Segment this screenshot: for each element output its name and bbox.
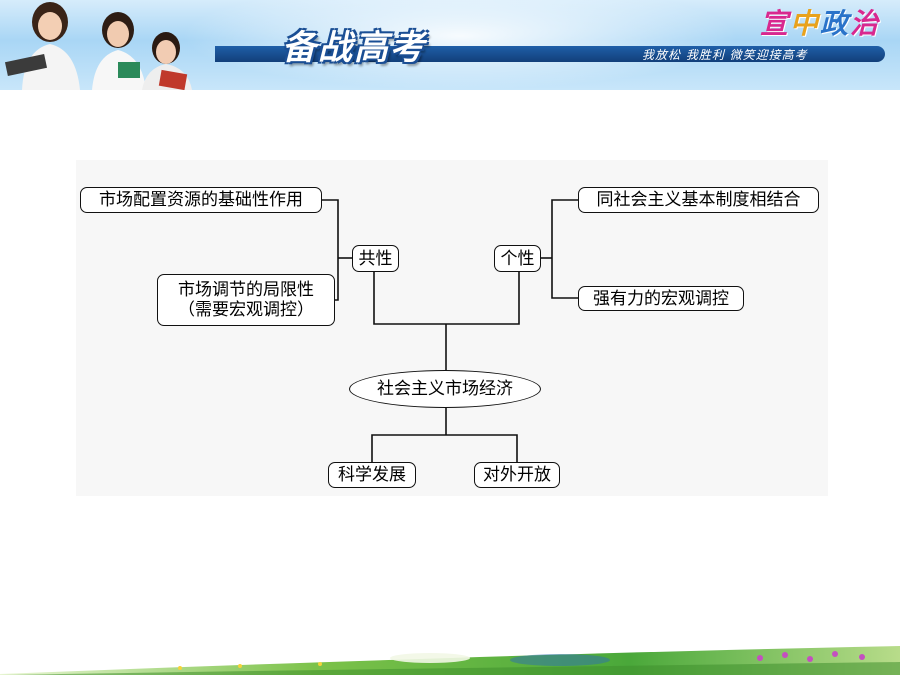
brand-char: 治 <box>850 7 881 40</box>
connector-lower-items <box>371 434 518 462</box>
common-label: 共性 <box>352 245 399 272</box>
common-item-2: 市场调节的局限性 （需要宏观调控） <box>157 274 335 326</box>
individual-item-1: 同社会主义基本制度相结合 <box>578 187 819 213</box>
banner-brand-logo: 宣中政治 <box>760 2 880 42</box>
lower-item-2: 对外开放 <box>474 462 560 488</box>
node-text: 对外开放 <box>483 465 551 485</box>
brand-char: 政 <box>820 7 851 40</box>
connector-common-items <box>322 199 339 301</box>
banner-slogan: 我放松 我胜利 微笑迎接高考 <box>642 48 808 62</box>
node-text: 个性 <box>500 248 535 269</box>
bottom-grass-decoration <box>0 646 900 675</box>
node-text: 社会主义市场经济 <box>377 379 513 399</box>
lower-item-1: 科学发展 <box>328 462 416 488</box>
brand-char: 中 <box>790 7 821 40</box>
node-text: 同社会主义基本制度相结合 <box>596 190 801 210</box>
common-item-1: 市场配置资源的基础性作用 <box>80 187 322 213</box>
diagram-background <box>76 160 828 496</box>
individual-label: 个性 <box>494 245 541 272</box>
node-text: 科学发展 <box>338 465 406 485</box>
banner-glow <box>180 0 740 90</box>
connector-labels-to-root <box>373 272 520 325</box>
node-text: 市场调节的局限性 <box>178 280 314 300</box>
node-text: 市场配置资源的基础性作用 <box>99 190 303 210</box>
node-text: 强有力的宏观调控 <box>593 288 729 309</box>
banner-bar <box>215 46 885 62</box>
node-text: 共性 <box>358 248 393 269</box>
connector-individual-items <box>551 199 578 299</box>
banner-title: 备战高考 <box>282 28 426 68</box>
brand-char: 宣 <box>760 7 791 40</box>
header-banner: 备战高考 我放松 我胜利 微笑迎接高考 宣中政治 <box>0 0 900 90</box>
root-node: 社会主义市场经济 <box>349 370 541 408</box>
students-photo <box>4 2 192 90</box>
node-text: （需要宏观调控） <box>178 300 314 320</box>
individual-item-2: 强有力的宏观调控 <box>578 286 744 311</box>
